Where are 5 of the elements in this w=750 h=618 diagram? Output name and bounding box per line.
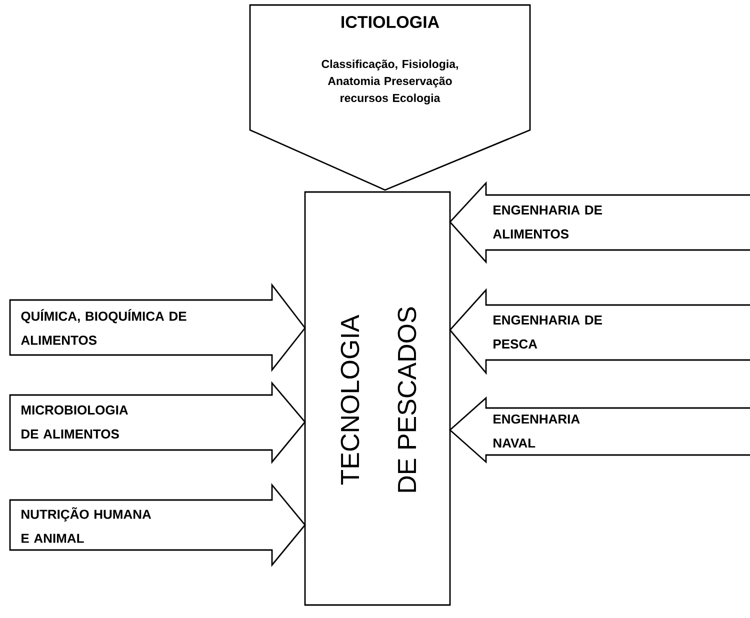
arrow-box: ICTIOLOGIA Classificação, Fisiologia, Anatomia Preservação recursos Ecologia xyxy=(249,4,531,191)
arrow-box: QUÍMICA, BIOQUÍMICA DE ALIMENTOS xyxy=(9,282,306,372)
main-box: TECNOLOGIA DE PESCADOS xyxy=(304,191,451,606)
arrow-box: MICROBIOLOGIA DE ALIMENTOS xyxy=(9,381,306,464)
arrow-box: NUTRIÇÃO HUMANA E ANIMAL xyxy=(9,483,306,567)
